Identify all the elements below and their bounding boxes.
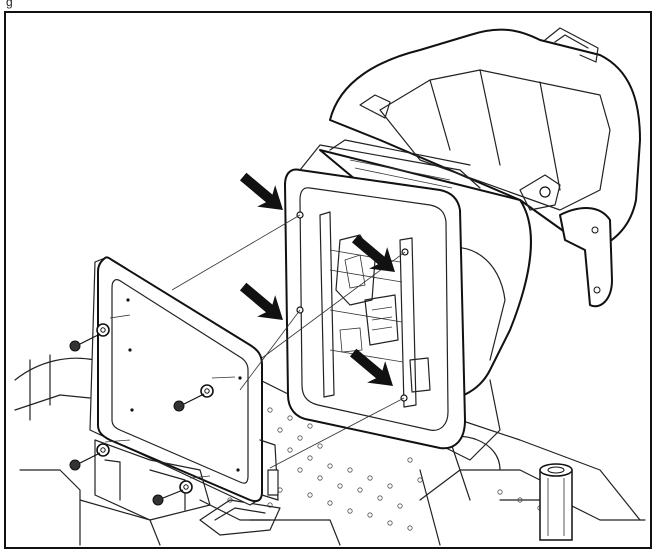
arrow-upper-right xyxy=(351,234,395,272)
figure-caption-fragment: g xyxy=(6,0,256,13)
deck-emblem xyxy=(199,499,281,536)
arrow-lower-left xyxy=(239,282,283,320)
bolt-head xyxy=(69,459,81,471)
seat-backrest xyxy=(329,28,641,251)
seat-armrest xyxy=(559,207,613,308)
hardware-lower-left xyxy=(69,443,110,471)
bolt-head xyxy=(173,400,185,412)
arrow-lower-right xyxy=(349,348,393,386)
bolt-head xyxy=(69,340,81,352)
hardware-upper-left xyxy=(69,323,110,352)
seat-assembly xyxy=(284,27,641,501)
seat-pan-frame xyxy=(284,168,466,450)
caption-text: g xyxy=(6,0,13,9)
fuel-cap xyxy=(539,463,573,541)
mower-deck xyxy=(14,354,646,546)
figure-border xyxy=(4,11,652,549)
callout-arrows xyxy=(239,172,395,386)
hardware-middle xyxy=(173,384,214,412)
hardware-lower-middle xyxy=(152,480,193,506)
seat-mounting-plate xyxy=(89,256,279,521)
seat-slide-rails xyxy=(319,211,431,408)
arrow-upper-left xyxy=(239,172,283,210)
bolt-head xyxy=(152,494,164,506)
